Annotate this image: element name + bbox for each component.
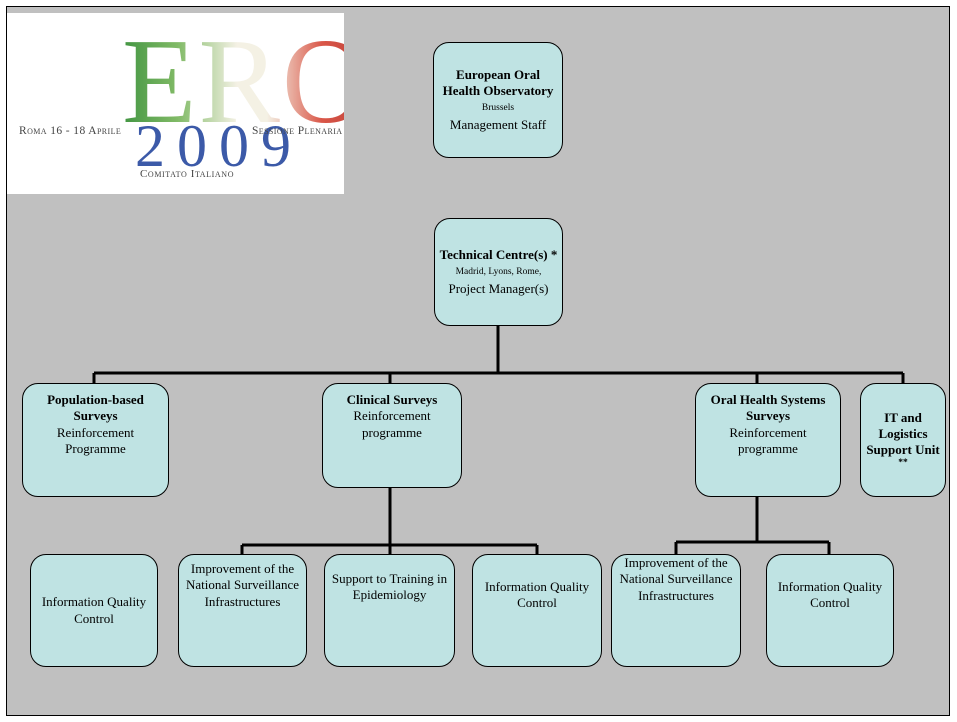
node-clin-improvement: Improvement of the National Surveillance… (178, 554, 307, 667)
node-oral-systems-surveys: Oral Health Systems Surveys Reinforcemen… (695, 383, 841, 497)
clinical-title: Clinical Surveys (346, 392, 438, 407)
population-title: Population-based Surveys (47, 392, 144, 424)
technical-locations: Madrid, Lyons, Rome, (455, 267, 542, 278)
it-logistics-title: IT and Logistics Support Unit (866, 409, 940, 458)
technical-managers: Project Manager(s) (448, 280, 549, 296)
node-technical-centre: Technical Centre(s) * Madrid, Lyons, Rom… (434, 218, 563, 326)
node-it-logistics: IT and Logistics Support Unit ** (860, 383, 946, 497)
logo-right-text: Sessione Plenaria (252, 125, 343, 137)
clin-improve-desc: Improvement of the National Surveillance… (186, 561, 299, 609)
node-clinical-surveys: Clinical Surveys Reinforcement programme (322, 383, 462, 488)
node-oral-improvement: Improvement of the National Surveillance… (611, 554, 741, 667)
clinical-desc: Reinforcement programme (353, 408, 431, 440)
it-logistics-note: ** (898, 458, 908, 469)
logo-sub-text: Comitato Italiano (140, 168, 235, 180)
technical-title: Technical Centre(s) * (439, 246, 558, 262)
population-desc: Reinforcement Programme (56, 424, 135, 456)
node-population-surveys: Population-based Surveys Reinforcement P… (22, 383, 169, 497)
observatory-title: European Oral Health Observatory (442, 66, 554, 98)
observatory-location: Brussels (481, 103, 515, 114)
node-pop-info-quality: Information Quality Control (30, 554, 158, 667)
oral-systems-title: Oral Health Systems Surveys (710, 392, 826, 424)
clin-info-desc: Information Quality Control (484, 579, 590, 611)
observatory-staff: Management Staff (449, 117, 547, 133)
node-clin-training: Support to Training in Epidemiology (324, 554, 455, 667)
node-oral-info-quality: Information Quality Control (766, 554, 894, 667)
ero-2009-logo: ERO 2009 Roma 16 - 18 Aprile Sessione Pl… (7, 13, 344, 194)
logo-main-text: ERO (122, 21, 344, 143)
logo-year: 2009 (135, 113, 303, 179)
node-observatory: European Oral Health Observatory Brussel… (433, 42, 563, 158)
oral-systems-desc: Reinforcement programme (729, 424, 807, 456)
oral-info-desc: Information Quality Control (777, 579, 883, 611)
logo-left-text: Roma 16 - 18 Aprile (19, 125, 122, 137)
clin-training-desc: Support to Training in Epidemiology (331, 571, 448, 603)
node-clin-info-quality: Information Quality Control (472, 554, 602, 667)
pop-info-desc: Information Quality Control (41, 594, 147, 626)
oral-improve-desc: Improvement of the National Surveillance… (619, 555, 733, 603)
